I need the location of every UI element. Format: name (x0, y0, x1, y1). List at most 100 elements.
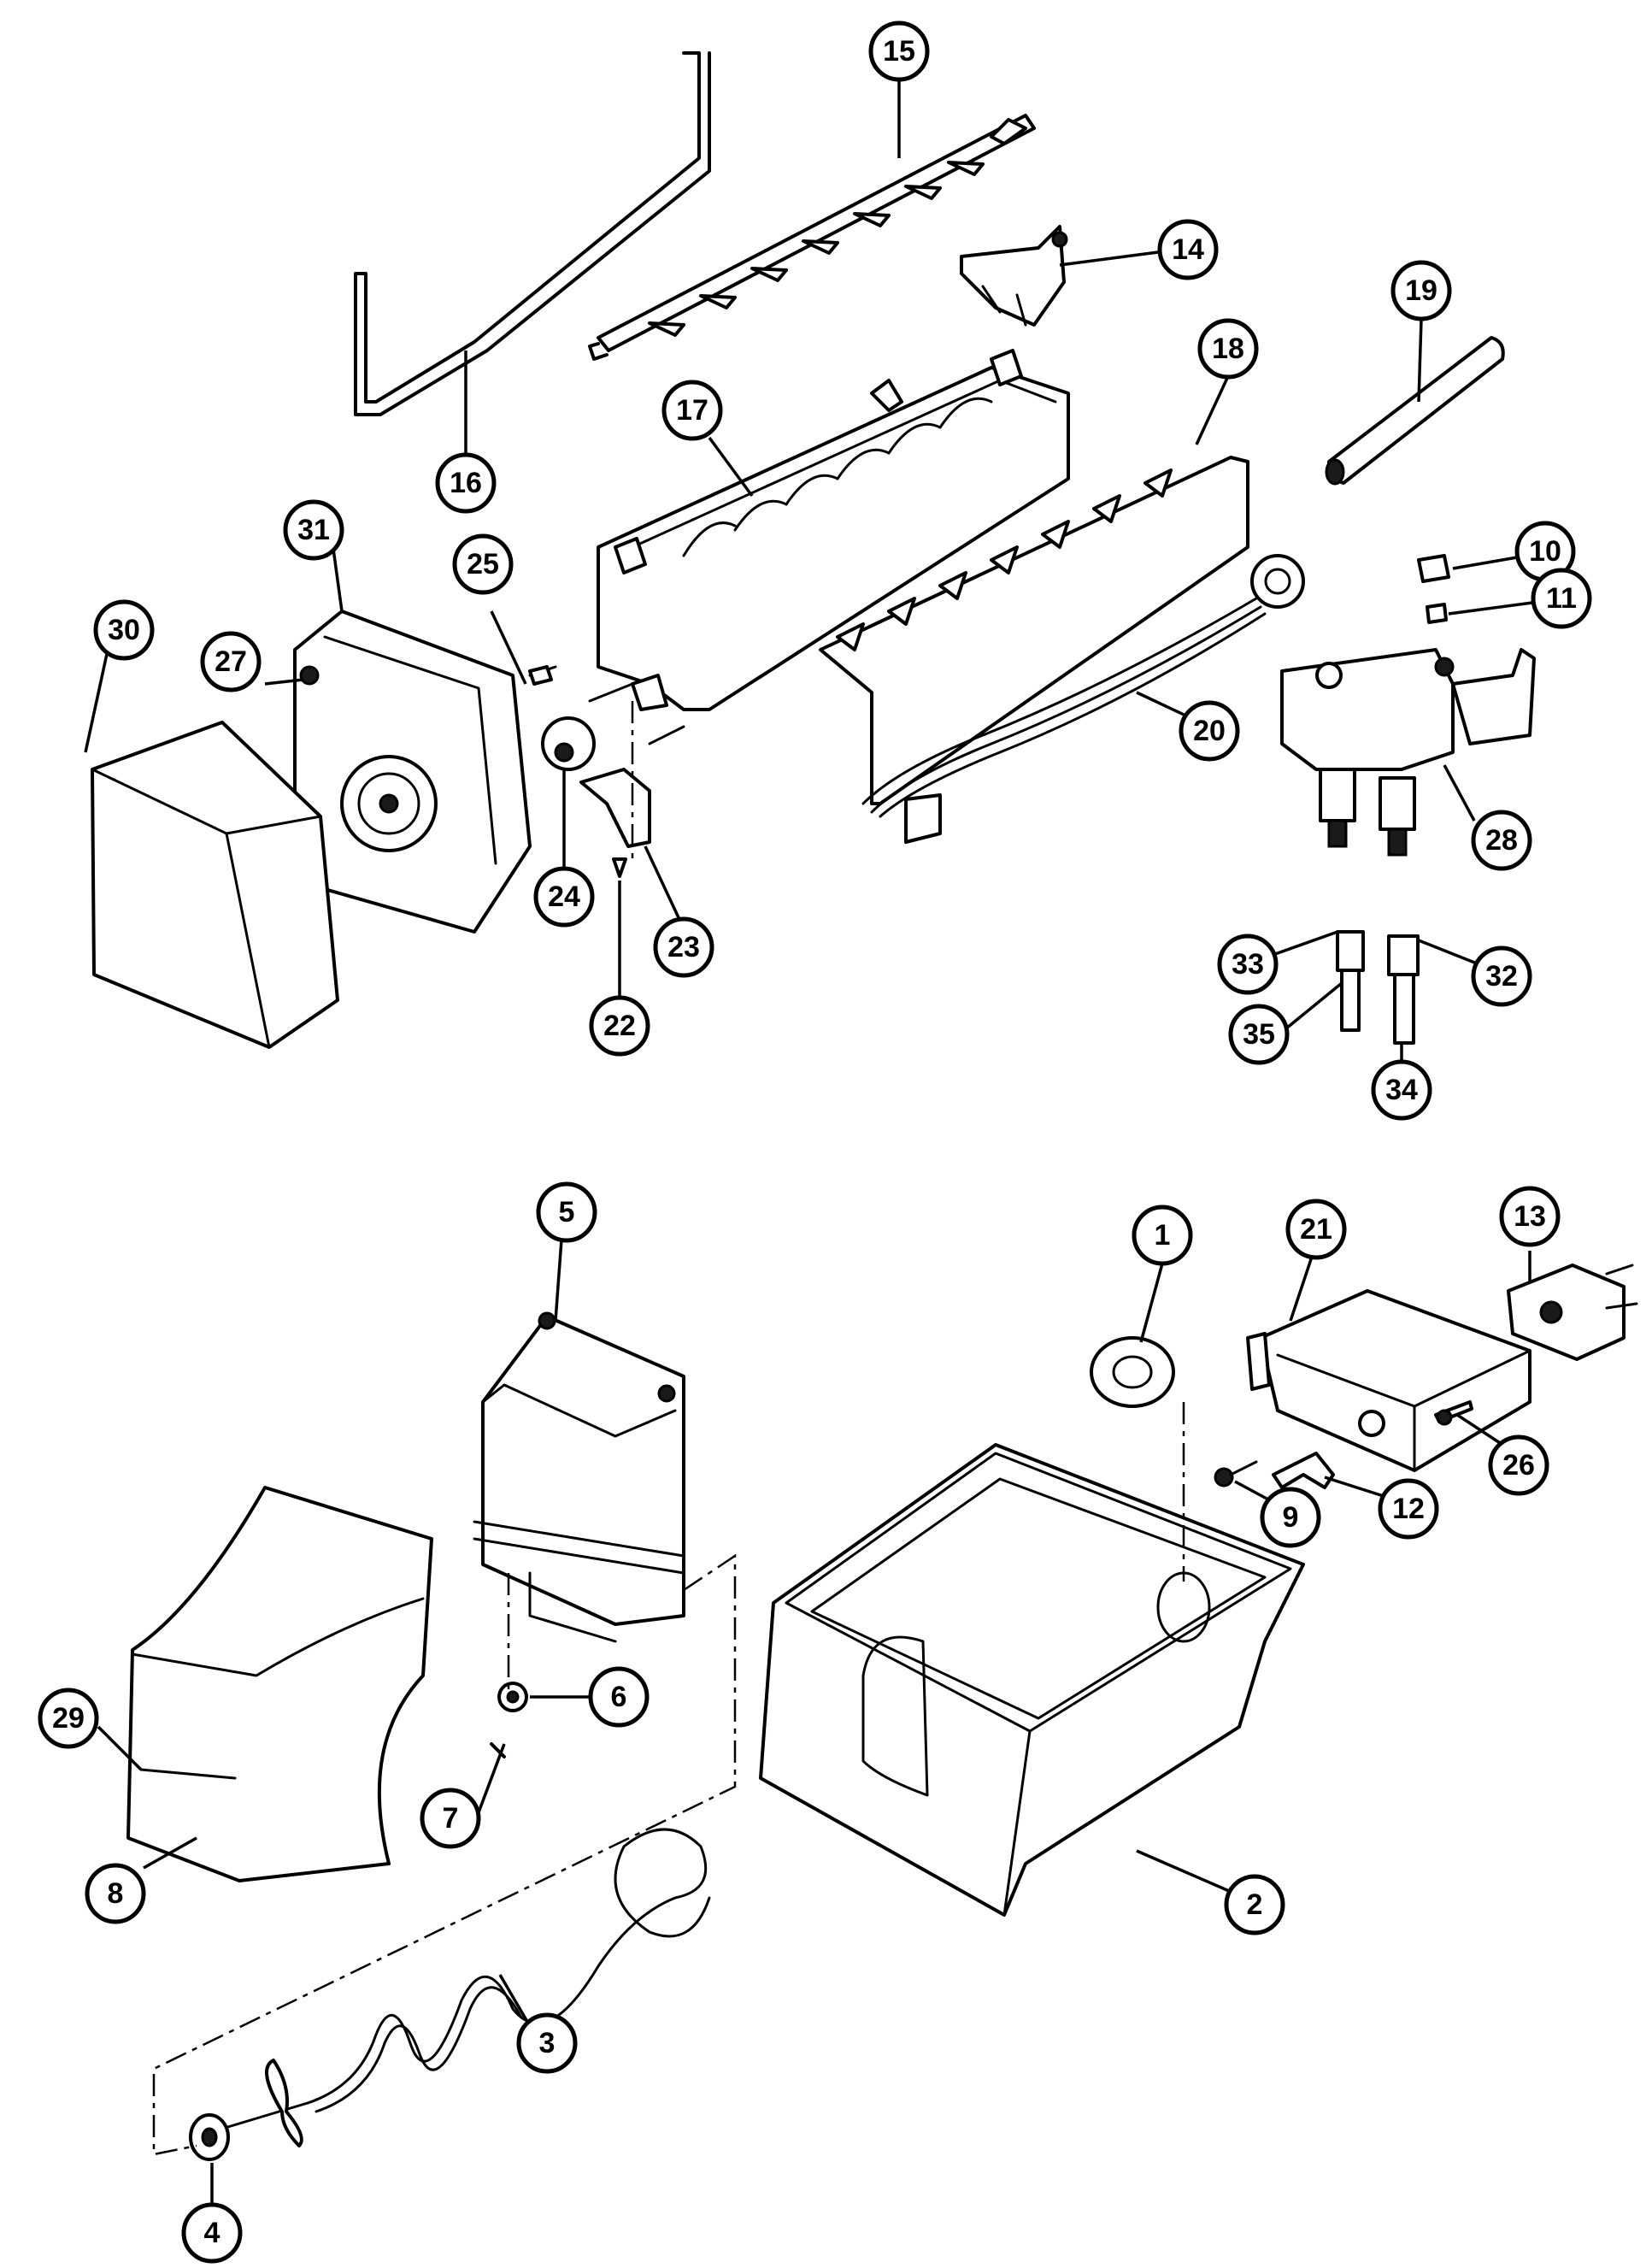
part-2-ice-bucket (759, 1443, 1305, 1917)
callout-9: 9 (1260, 1487, 1321, 1548)
part-28-water-valve (1280, 648, 1536, 857)
callout-31: 31 (283, 499, 344, 561)
svg-text:14: 14 (1172, 233, 1204, 266)
callout-2: 2 (1224, 1874, 1285, 1935)
svg-text:19: 19 (1405, 274, 1437, 307)
leader-lines (84, 80, 1533, 2210)
svg-text:30: 30 (108, 614, 140, 646)
callout-23: 23 (653, 916, 714, 978)
part-22-screw (612, 857, 627, 878)
part-17-ice-mold (597, 349, 1070, 711)
callout-4: 4 (181, 2202, 243, 2264)
callout-15: 15 (868, 21, 930, 82)
callout-19: 19 (1390, 260, 1452, 321)
svg-text:5: 5 (559, 1196, 575, 1228)
part-3-auger (220, 1828, 711, 2147)
part-26-screw (1434, 1400, 1473, 1426)
svg-text:9: 9 (1283, 1501, 1299, 1534)
callout-14: 14 (1157, 219, 1219, 280)
part-30-cover (91, 721, 339, 1049)
callout-16: 16 (435, 452, 497, 514)
svg-text:7: 7 (443, 1802, 459, 1835)
svg-text:20: 20 (1193, 715, 1226, 747)
callout-35: 35 (1228, 1004, 1290, 1065)
callout-3: 3 (516, 2012, 578, 2074)
part-31-module-housing (293, 610, 532, 934)
part-12-clip (1272, 1452, 1335, 1489)
callout-22: 22 (589, 995, 650, 1057)
svg-text:26: 26 (1502, 1449, 1535, 1482)
callout-13: 13 (1499, 1186, 1561, 1247)
part-7-pin (490, 1742, 506, 1758)
svg-text:18: 18 (1212, 333, 1244, 365)
svg-text:6: 6 (611, 1681, 627, 1713)
svg-text:33: 33 (1232, 948, 1264, 981)
callout-6: 6 (588, 1666, 650, 1728)
callout-24: 24 (533, 866, 595, 928)
svg-text:21: 21 (1300, 1213, 1332, 1246)
callout-7: 7 (420, 1788, 481, 1849)
svg-text:15: 15 (883, 35, 915, 68)
svg-text:11: 11 (1546, 582, 1577, 615)
part-5-housing (473, 1311, 685, 1643)
part-4-bearing (189, 2113, 230, 2161)
svg-text:35: 35 (1243, 1018, 1275, 1051)
svg-text:4: 4 (204, 2217, 220, 2249)
callout-28: 28 (1471, 810, 1532, 871)
callout-33: 33 (1217, 934, 1279, 995)
svg-text:24: 24 (548, 881, 580, 913)
part-14-bracket (960, 225, 1068, 327)
part-1-bushing (1090, 1336, 1175, 1408)
callout-30: 30 (93, 599, 155, 661)
part-32-34-fitting (1387, 934, 1420, 1045)
callout-27: 27 (200, 631, 262, 692)
part-6-coupler (497, 1682, 528, 1712)
svg-text:31: 31 (297, 514, 330, 546)
callout-1: 1 (1132, 1205, 1193, 1266)
svg-text:17: 17 (676, 394, 708, 427)
callout-8: 8 (85, 1863, 146, 1924)
svg-text:16: 16 (450, 467, 482, 499)
part-9-screw (1214, 1460, 1258, 1487)
callout-29: 29 (38, 1688, 99, 1749)
callout-11: 11 (1531, 568, 1592, 629)
part-15-ejector (588, 114, 1036, 361)
svg-text:1: 1 (1155, 1219, 1171, 1252)
callout-20: 20 (1179, 700, 1240, 762)
svg-text:23: 23 (667, 931, 700, 963)
svg-text:13: 13 (1514, 1200, 1546, 1233)
callout-34: 34 (1371, 1059, 1432, 1121)
svg-text:22: 22 (603, 1010, 636, 1042)
svg-text:12: 12 (1392, 1493, 1425, 1525)
svg-text:29: 29 (52, 1702, 85, 1735)
svg-text:2: 2 (1247, 1888, 1263, 1921)
svg-text:25: 25 (467, 548, 499, 580)
part-27-screw (299, 665, 320, 686)
svg-text:3: 3 (539, 2027, 556, 2059)
part-8-chute (126, 1486, 433, 1882)
svg-text:34: 34 (1385, 1074, 1418, 1106)
svg-text:28: 28 (1485, 824, 1518, 857)
callout-32: 32 (1471, 945, 1532, 1007)
part-16-wire-shutoff-arm (354, 51, 711, 416)
part-19-fill-tube (1325, 336, 1505, 486)
part-25-spring (528, 665, 685, 745)
part-13-solenoid (1507, 1264, 1638, 1361)
callout-12: 12 (1378, 1478, 1439, 1540)
callout-5: 5 (536, 1181, 597, 1243)
callout-17: 17 (661, 380, 723, 441)
svg-text:8: 8 (108, 1877, 124, 1910)
svg-text:10: 10 (1529, 535, 1561, 568)
callout-18: 18 (1197, 318, 1259, 380)
part-10-fitting (1417, 554, 1450, 583)
part-33-35-fitting (1336, 930, 1365, 1032)
part-18-mold-heater-rail (819, 456, 1249, 805)
part-24-motor (541, 716, 596, 771)
svg-text:27: 27 (215, 645, 247, 678)
part-23-bracket (579, 768, 651, 848)
callout-25: 25 (452, 533, 514, 595)
part-21-auger-motor-housing (1246, 1289, 1531, 1472)
svg-text:32: 32 (1485, 960, 1518, 993)
callout-21: 21 (1285, 1199, 1347, 1260)
